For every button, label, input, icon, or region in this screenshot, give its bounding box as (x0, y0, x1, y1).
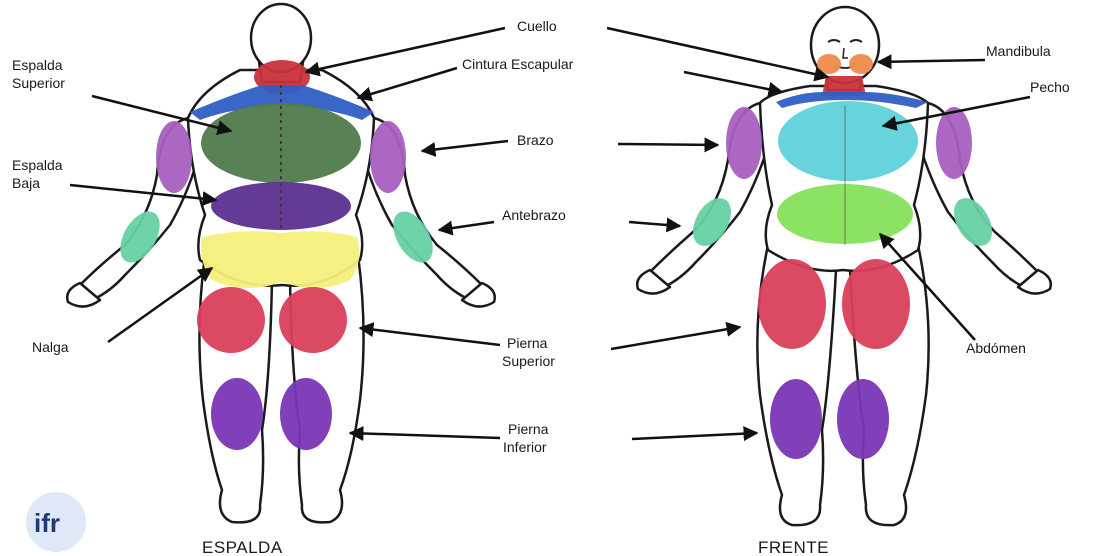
front-left-thigh-region (758, 259, 826, 349)
label-mandibula: Mandibula (986, 43, 1051, 59)
caption-espalda: ESPALDA (202, 538, 283, 556)
label-cuello: Cuello (517, 18, 557, 34)
back-left-arm-region (156, 121, 192, 193)
label-cintura-escapular: Cintura Escapular (462, 56, 574, 72)
back-left-lower-leg-region (211, 378, 263, 450)
front-left-arm-region (726, 107, 762, 179)
label-espalda-baja-2: Baja (12, 175, 40, 191)
back-right-thigh-region (279, 287, 347, 353)
buttocks-region (201, 231, 359, 288)
label-espalda-baja-1: Espalda (12, 157, 63, 173)
back-figure (67, 4, 495, 522)
label-pierna-inferior-2: Inferior (503, 439, 547, 455)
front-right-arm-region (936, 107, 972, 179)
label-pierna-inferior-1: Pierna (508, 421, 549, 437)
back-right-lower-leg-region (280, 378, 332, 450)
logo-text: ifr (34, 508, 60, 538)
front-right-lower-leg-region (837, 379, 889, 459)
ifr-logo: ifr (26, 492, 86, 552)
chest-region (778, 101, 918, 181)
back-left-thigh-region (197, 287, 265, 353)
label-antebrazo: Antebrazo (502, 207, 566, 223)
label-espalda-superior-2: Superior (12, 75, 65, 91)
front-figure (637, 7, 1051, 525)
back-right-arm-region (370, 121, 406, 193)
front-jaw-right-region (849, 54, 873, 74)
label-pierna-superior-2: Superior (502, 353, 555, 369)
front-right-thigh-region (842, 259, 910, 349)
label-espalda-superior-1: Espalda (12, 57, 63, 73)
label-abdomen: Abdómen (966, 340, 1026, 356)
label-nalga: Nalga (32, 339, 69, 355)
front-left-lower-leg-region (770, 379, 822, 459)
label-pecho: Pecho (1030, 79, 1070, 95)
front-jaw-left-region (817, 54, 841, 74)
label-brazo: Brazo (517, 132, 554, 148)
label-pierna-superior-1: Pierna (507, 335, 548, 351)
caption-frente: FRENTE (758, 538, 829, 556)
